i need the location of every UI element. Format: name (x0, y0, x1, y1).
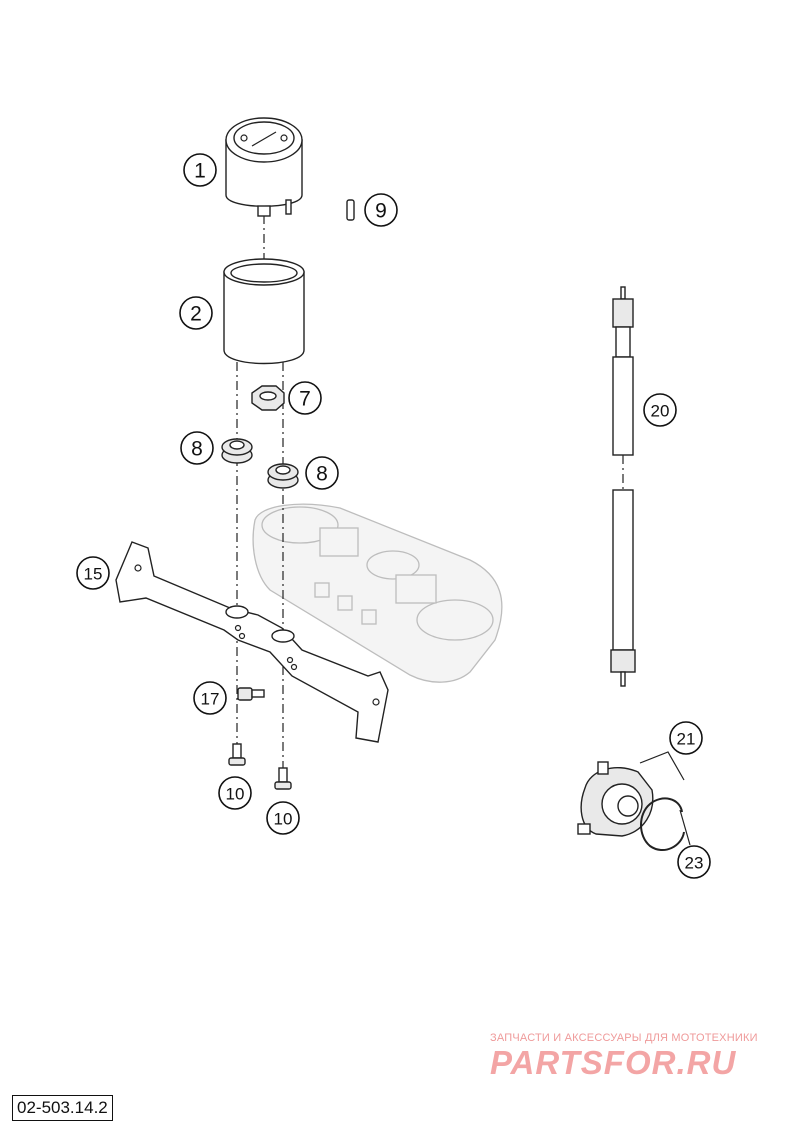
grommet-right-part (267, 463, 299, 489)
callout-20: 20 (643, 393, 677, 427)
callout-7: 7 (288, 381, 322, 415)
svg-text:15: 15 (84, 565, 103, 584)
callout-23: 23 (677, 845, 711, 879)
bracket-part (115, 541, 389, 743)
svg-text:7: 7 (299, 388, 311, 411)
housing-part (223, 258, 305, 365)
watermark-logo: PARTSFOR.RU (490, 1044, 737, 1081)
callout-8-right: 8 (305, 456, 339, 490)
grommet-left-part (221, 438, 253, 464)
speedo-drive-part (577, 761, 654, 837)
svg-text:10: 10 (274, 810, 293, 829)
callout-10-left: 10 (218, 776, 252, 810)
triple-clamp-ghost (252, 503, 503, 683)
callout-10-right: 10 (266, 801, 300, 835)
bulb-part (346, 199, 355, 221)
svg-text:8: 8 (191, 438, 203, 461)
callout-2: 2 (179, 296, 213, 330)
speedo-cable-part (610, 286, 636, 687)
svg-text:23: 23 (685, 854, 704, 873)
leader-lines (639, 751, 691, 846)
diagram-code-label: 02-503.14.2 (12, 1095, 113, 1121)
svg-text:8: 8 (316, 463, 328, 486)
nut-part (251, 385, 285, 411)
svg-text:17: 17 (201, 690, 220, 709)
svg-text:2: 2 (190, 303, 202, 326)
callout-1: 1 (183, 153, 217, 187)
circlip-part (640, 797, 685, 851)
callout-21: 21 (669, 721, 703, 755)
callout-17: 17 (193, 681, 227, 715)
screw-10-right-part (274, 767, 292, 790)
callout-15: 15 (76, 556, 110, 590)
callout-8-left: 8 (180, 431, 214, 465)
svg-text:10: 10 (226, 785, 245, 804)
callout-9: 9 (364, 193, 398, 227)
screw-10-left-part (228, 743, 246, 766)
svg-text:9: 9 (375, 200, 387, 223)
svg-text:1: 1 (194, 160, 206, 183)
svg-text:21: 21 (677, 730, 696, 749)
speedometer-part (225, 117, 303, 217)
watermark-caption: ЗАПЧАСТИ И АКСЕССУАРЫ ДЛЯ МОТОТЕХНИКИ (490, 1032, 758, 1044)
svg-text:20: 20 (651, 402, 670, 421)
screw-17-part (237, 687, 265, 701)
